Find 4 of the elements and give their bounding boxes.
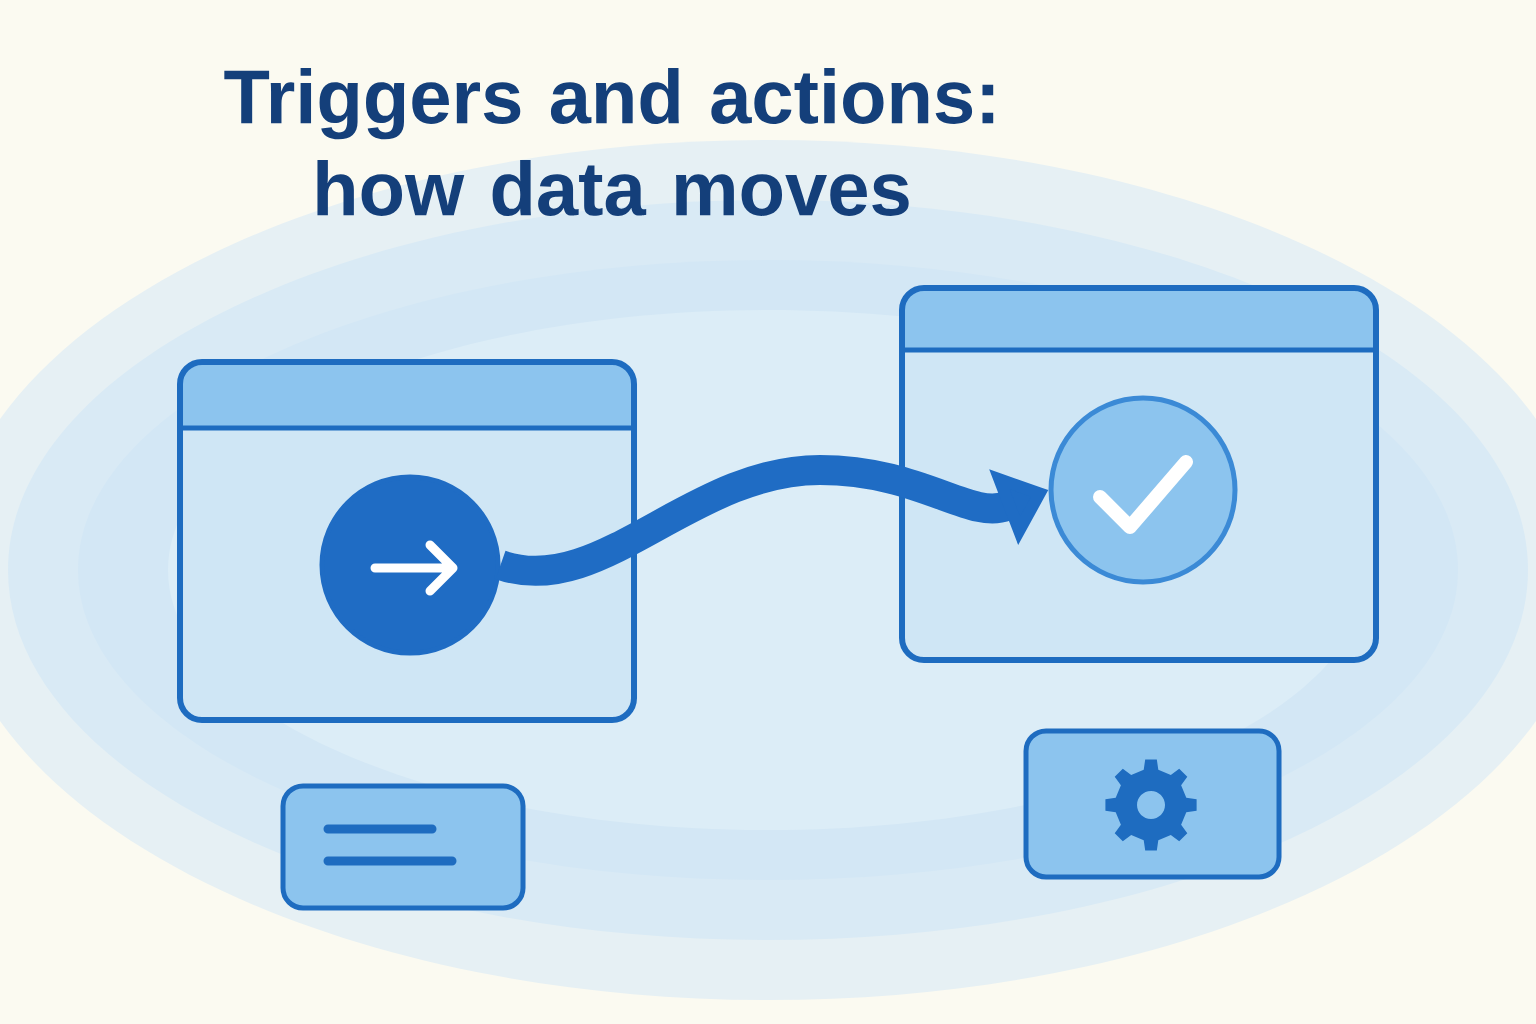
circle-button [319,474,501,656]
circle-button [1048,395,1238,585]
button [280,783,526,911]
title: Triggers and actions: how data moves [224,68,994,216]
